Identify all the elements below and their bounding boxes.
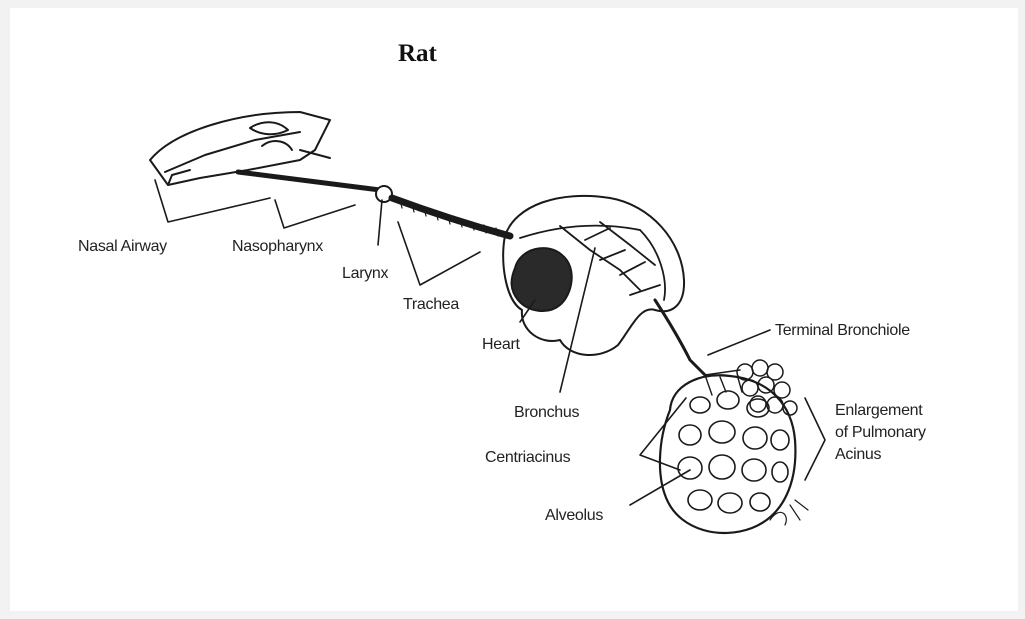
- terminal-bronchiole-leader: [708, 330, 770, 355]
- label-enlargement-line-3: Acinus: [835, 444, 926, 466]
- label-larynx: Larynx: [342, 265, 388, 283]
- nasopharynx-duct: [238, 172, 380, 190]
- label-terminal-bronchiole: Terminal Bronchiole: [775, 322, 910, 340]
- label-trachea: Trachea: [403, 296, 459, 314]
- label-enlargement-line-2: of Pulmonary: [835, 422, 926, 444]
- figure-title: Rat: [398, 40, 437, 68]
- label-bronchus: Bronchus: [514, 404, 579, 422]
- terminal-bronchiole-cluster: [705, 360, 797, 415]
- nasal-airway-bracket: [155, 180, 270, 222]
- nasopharynx-bracket: [275, 200, 355, 228]
- larynx-leader: [378, 200, 382, 245]
- trachea-tube: [392, 198, 510, 236]
- trachea-bracket: [398, 222, 480, 285]
- label-nasopharynx: Nasopharynx: [232, 238, 323, 256]
- label-alveolus: Alveolus: [545, 507, 603, 525]
- heart-shape: [512, 248, 572, 311]
- bronchiole-path: [655, 300, 705, 375]
- label-nasal-airway: Nasal Airway: [78, 238, 167, 256]
- acinus-bracket: [805, 398, 825, 480]
- label-heart: Heart: [482, 336, 520, 354]
- label-enlargement-of-pulmonary-acinus: Enlargement of Pulmonary Acinus: [835, 400, 926, 466]
- label-centriacinus: Centriacinus: [485, 449, 570, 467]
- acinus-alveolar-sac: [660, 375, 795, 533]
- label-enlargement-line-1: Enlargement: [835, 400, 926, 422]
